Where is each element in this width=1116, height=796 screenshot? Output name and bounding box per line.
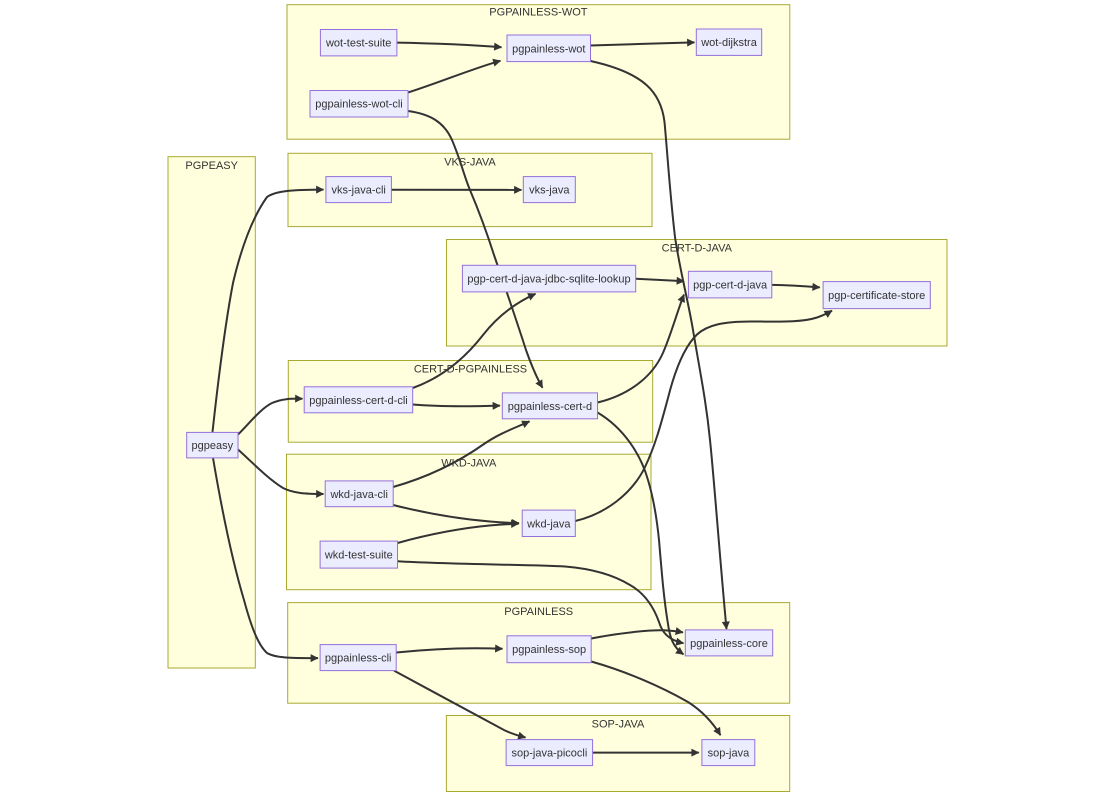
svg-text:CERT-D-PGPAINLESS: CERT-D-PGPAINLESS (414, 364, 527, 376)
svg-text:pgpainless-core: pgpainless-core (690, 638, 768, 650)
svg-text:wkd-java-cli: wkd-java-cli (329, 489, 387, 501)
svg-text:pgpainless-cert-d: pgpainless-cert-d (508, 401, 592, 413)
svg-text:PGPAINLESS: PGPAINLESS (504, 606, 573, 618)
svg-text:wkd-test-suite: wkd-test-suite (324, 550, 393, 562)
svg-text:wot-dijkstra: wot-dijkstra (700, 37, 758, 49)
svg-text:wkd-java: wkd-java (526, 518, 571, 530)
svg-text:PGPAINLESS-WOT: PGPAINLESS-WOT (489, 7, 587, 19)
svg-text:vks-java-cli: vks-java-cli (331, 185, 385, 197)
svg-text:pgpainless-sop: pgpainless-sop (512, 644, 586, 656)
svg-text:pgp-cert-d-java: pgp-cert-d-java (693, 280, 768, 292)
svg-text:SOP-JAVA: SOP-JAVA (592, 719, 645, 731)
svg-text:VKS-JAVA: VKS-JAVA (444, 157, 496, 169)
svg-text:vks-java: vks-java (529, 185, 570, 197)
svg-text:PGPEASY: PGPEASY (185, 160, 238, 172)
svg-text:pgpainless-wot: pgpainless-wot (512, 43, 585, 55)
svg-text:CERT-D-JAVA: CERT-D-JAVA (662, 243, 733, 255)
svg-text:pgpainless-cli: pgpainless-cli (325, 653, 392, 665)
svg-text:sop-java-picocli: sop-java-picocli (511, 748, 587, 760)
svg-text:pgpainless-cert-d-cli: pgpainless-cert-d-cli (309, 395, 407, 407)
svg-text:pgp-cert-d-java-jdbc-sqlite-lo: pgp-cert-d-java-jdbc-sqlite-lookup (467, 274, 630, 286)
svg-text:wot-test-suite: wot-test-suite (325, 38, 391, 50)
svg-text:pgp-certificate-store: pgp-certificate-store (828, 290, 925, 302)
svg-text:pgpainless-wot-cli: pgpainless-wot-cli (315, 99, 402, 111)
svg-text:WKD-JAVA: WKD-JAVA (441, 457, 497, 469)
svg-text:pgpeasy: pgpeasy (192, 440, 234, 452)
svg-text:sop-java: sop-java (708, 748, 750, 760)
